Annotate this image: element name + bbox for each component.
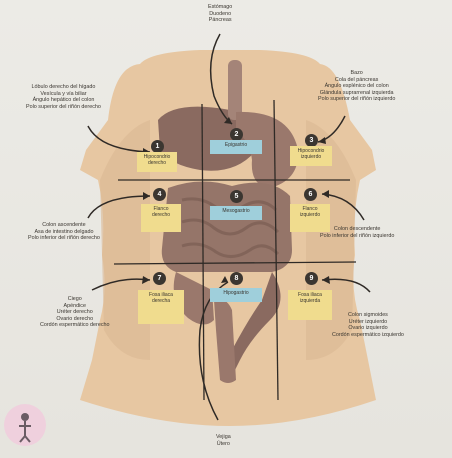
region-5-tag: Mesogastrio xyxy=(210,206,262,220)
callout-bottom: Vejiga Útero xyxy=(216,434,231,447)
callout-upper-left: Lóbulo derecho del hígado Vesícula y vía… xyxy=(26,84,101,110)
region-1-tag: Hipocondrio derecho xyxy=(137,152,177,172)
region-3-name-line2: izquierdo xyxy=(291,154,331,160)
callout-lower-left: Ciego Apéndice Uréter derecho Ovario der… xyxy=(40,296,110,329)
callout-lower-right-line: Cordón espermático izquierdo xyxy=(332,332,404,339)
callout-bottom-line: Útero xyxy=(216,441,231,448)
callout-lower-left-line: Ovario derecho xyxy=(40,316,110,323)
callout-top: Estómago Duodeno Páncreas xyxy=(208,4,232,24)
callout-mid-right-line: Polo inferior del riñón izquierdo xyxy=(320,233,394,240)
region-5-number: 5 xyxy=(230,190,243,203)
callout-top-line: Páncreas xyxy=(208,17,232,24)
region-2-tag: Epigastrio xyxy=(210,140,262,154)
callout-mid-right-line: Colon descendente xyxy=(320,226,394,233)
callout-mid-left-line: Asa de intestino delgado xyxy=(28,229,100,236)
region-9-name-line2: izquierda xyxy=(289,298,331,304)
region-3-tag: Hipocondrio izquierdo xyxy=(290,146,332,166)
callout-upper-right-line: Polo superior del riñón izquierdo xyxy=(318,96,395,103)
region-8-number: 8 xyxy=(230,272,243,285)
region-5-name: Mesogastrio xyxy=(211,208,261,214)
callout-top-line: Estómago xyxy=(208,4,232,11)
callout-lower-right: Colon sigmoides Uréter izquierdo Ovario … xyxy=(332,312,404,338)
logo-badge xyxy=(4,404,46,446)
region-4-name-line2: derecho xyxy=(142,212,180,218)
callout-top-line: Duodeno xyxy=(208,11,232,18)
callout-upper-right: Bazo Cola del páncreas Ángulo esplénico … xyxy=(318,70,395,103)
logo-figure-icon xyxy=(4,404,46,446)
callout-mid-left-line: Colon ascendente xyxy=(28,222,100,229)
callout-upper-right-line: Bazo xyxy=(318,70,395,77)
region-8-tag: Hipogastrio xyxy=(210,288,262,302)
callout-lower-left-line: Uréter derecho xyxy=(40,309,110,316)
callout-lower-right-line: Ovario izquierdo xyxy=(332,325,404,332)
callout-mid-right: Colon descendente Polo inferior del riñó… xyxy=(320,226,394,239)
callout-lower-right-line: Colon sigmoides xyxy=(332,312,404,319)
callout-upper-right-line: Ángulo esplénico del colon xyxy=(318,83,395,90)
callout-upper-left-line: Ángulo hepático del colon xyxy=(26,97,101,104)
esophagus-shape xyxy=(228,60,242,120)
callout-upper-left-line: Lóbulo derecho del hígado xyxy=(26,84,101,91)
region-8-name: Hipogastrio xyxy=(211,290,261,296)
callout-lower-right-line: Uréter izquierdo xyxy=(332,319,404,326)
callout-upper-right-line: Glándula suprarrenal izquierda xyxy=(318,90,395,97)
region-6-number: 6 xyxy=(304,188,317,201)
callout-bottom-line: Vejiga xyxy=(216,434,231,441)
region-7-number: 7 xyxy=(153,272,166,285)
region-2-name: Epigastrio xyxy=(211,142,261,148)
callout-upper-left-line: Polo superior del riñón derecho xyxy=(26,104,101,111)
region-1-name-line2: derecho xyxy=(138,160,176,166)
callout-mid-left-line: Polo inferior del riñón derecho xyxy=(28,235,100,242)
region-6-name-line2: izquierdo xyxy=(291,212,329,218)
region-9-tag: Fosa iliaca izquierda xyxy=(288,290,332,320)
region-4-tag: Flanco derecho xyxy=(141,204,181,232)
callout-lower-left-line: Cordón espermático derecho xyxy=(40,322,110,329)
callout-lower-left-line: Apéndice xyxy=(40,303,110,310)
region-4-number: 4 xyxy=(153,188,166,201)
region-9-number: 9 xyxy=(305,272,318,285)
region-7-tag: Fosa iliaca derecha xyxy=(138,290,184,324)
region-7-name-line2: derecha xyxy=(139,298,183,304)
callout-lower-left-line: Ciego xyxy=(40,296,110,303)
callout-mid-left: Colon ascendente Asa de intestino delgad… xyxy=(28,222,100,242)
